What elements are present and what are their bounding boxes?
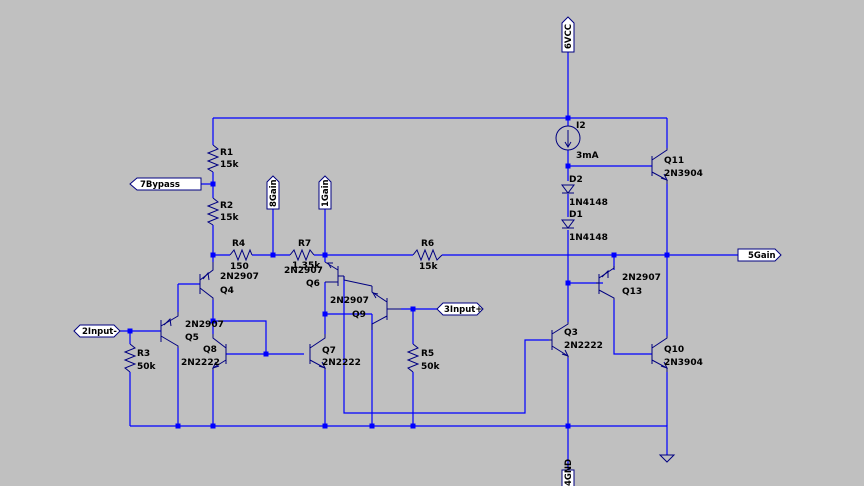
r6-value: 15k [419, 262, 439, 272]
port-gain8-label: 8Gain [269, 179, 279, 207]
port-gnd[interactable]: 4GND [561, 459, 575, 486]
transistor-q7[interactable]: Q7 2N2222 [309, 334, 361, 370]
port-input-plus-label: 3Input+ [444, 305, 482, 315]
port-input-minus-label: 2Input- [82, 327, 117, 337]
r2-ref: R2 [220, 201, 233, 211]
resistor-r1[interactable]: R1 15k [206, 144, 240, 173]
q7-ref: Q7 [322, 346, 336, 356]
ground-icon [658, 454, 676, 463]
q6-ref: Q6 [306, 279, 320, 289]
q11-value: 2N3904 [664, 169, 703, 179]
q3-value: 2N2222 [564, 341, 603, 351]
q7-value: 2N2222 [322, 358, 361, 368]
diode-d1[interactable]: D1 1N4148 [561, 210, 608, 243]
transistor-q6[interactable]: 2N2907 Q6 [284, 261, 344, 289]
r7-value: 1.35k [292, 261, 321, 271]
q4-value: 2N2907 [220, 272, 259, 282]
r1-ref: R1 [220, 148, 233, 158]
transistor-q11[interactable]: Q11 2N3904 [651, 148, 703, 184]
transistor-q4[interactable]: 2N2907 Q4 [199, 262, 259, 300]
r6-ref: R6 [421, 239, 434, 249]
q3-ref: Q3 [564, 328, 578, 338]
port-gain1-label: 1Gain [321, 179, 331, 207]
resistor-r6[interactable]: R6 15k [412, 239, 443, 272]
current-source-i2[interactable]: I2 3mA [555, 121, 599, 161]
q8-value: 2N2222 [181, 358, 220, 368]
d1-value: 1N4148 [569, 233, 608, 243]
i2-ref: I2 [576, 121, 586, 131]
q10-ref: Q10 [664, 345, 684, 355]
q6-value: 2N2907 [284, 266, 323, 276]
q13-value: 2N2907 [622, 273, 661, 283]
i2-value: 3mA [576, 151, 599, 161]
transistor-q3[interactable]: Q3 2N2222 [549, 322, 603, 358]
junction-dots [127, 115, 670, 429]
r4-ref: R4 [232, 239, 245, 249]
port-input-minus[interactable]: 2Input- [73, 324, 121, 338]
resistor-r4[interactable]: R4 150 [229, 239, 253, 272]
q4-ref: Q4 [220, 286, 234, 296]
q9-value: 2N2907 [330, 296, 369, 306]
q8-ref: Q8 [203, 345, 217, 355]
port-gain1[interactable]: 1Gain [318, 175, 332, 210]
transistor-q5[interactable]: 2N2907 Q5 [160, 312, 224, 348]
transistor-q8[interactable]: Q8 2N2222 [181, 334, 227, 370]
port-input-plus[interactable]: 3Input+ [436, 302, 484, 316]
r3-value: 50k [137, 362, 157, 372]
port-gnd-label: 4GND [564, 459, 574, 486]
q5-value: 2N2907 [185, 320, 224, 330]
transistor-q9[interactable]: 2N2907 Q9 [330, 276, 401, 330]
r5-value: 50k [421, 362, 441, 372]
diode-d2[interactable]: D2 1N4148 [561, 175, 608, 208]
port-vcc-label: 6VCC [564, 24, 574, 49]
port-bypass-label: 7Bypass [140, 180, 180, 190]
port-gain5[interactable]: 5Gain [737, 248, 782, 262]
port-vcc[interactable]: 6VCC [561, 16, 575, 53]
r3-ref: R3 [137, 349, 150, 359]
q11-ref: Q11 [664, 156, 684, 166]
q9-ref: Q9 [352, 310, 366, 320]
d1-ref: D1 [569, 210, 583, 220]
resistor-r5[interactable]: R5 50k [406, 343, 441, 373]
d2-value: 1N4148 [569, 198, 608, 208]
q13-ref: Q13 [622, 287, 642, 297]
transistor-q13[interactable]: 2N2907 Q13 [596, 266, 661, 300]
q10-value: 2N3904 [664, 358, 703, 368]
resistor-r2[interactable]: R2 15k [206, 197, 240, 226]
port-bypass[interactable]: 7Bypass [129, 177, 202, 191]
d2-ref: D2 [569, 175, 583, 185]
r7-ref: R7 [298, 239, 311, 249]
transistor-q10[interactable]: Q10 2N3904 [651, 336, 703, 372]
r5-ref: R5 [421, 349, 434, 359]
port-gain8[interactable]: 8Gain [266, 175, 280, 210]
r4-value: 150 [230, 262, 249, 272]
q5-ref: Q5 [185, 333, 199, 343]
resistor-r7[interactable]: R7 1.35k [289, 239, 321, 271]
r1-value: 15k [220, 160, 240, 170]
resistor-r3[interactable]: R3 50k [123, 343, 157, 373]
port-gain5-label: 5Gain [748, 251, 776, 261]
wires [114, 52, 738, 470]
r2-value: 15k [220, 213, 240, 223]
